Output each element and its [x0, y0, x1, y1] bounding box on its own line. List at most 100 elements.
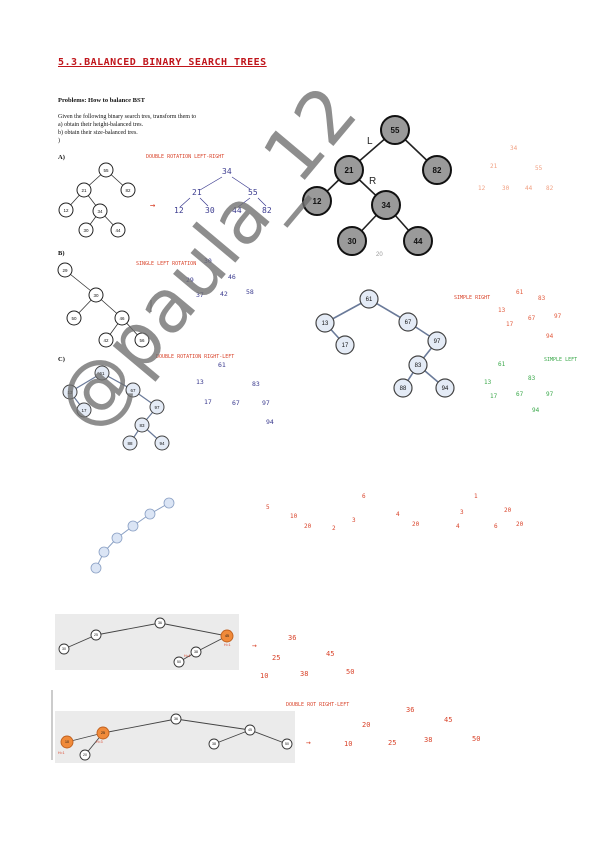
tree-f-node: 20 — [83, 753, 87, 757]
svg-text:20: 20 — [516, 521, 524, 528]
svg-text:97: 97 — [554, 313, 562, 320]
tree-c-node: 97 — [154, 405, 160, 410]
tree-a-result: 21 — [192, 188, 202, 197]
tree-b-result: 37 — [196, 291, 204, 299]
tree-c-result: 97 — [262, 399, 270, 407]
tree-a-result: 30 — [205, 206, 215, 215]
tree-a-result: 55 — [248, 188, 258, 197]
svg-text:13: 13 — [484, 379, 492, 386]
tree-d-node: 17 — [342, 343, 349, 349]
tree-b-result: 58 — [246, 288, 254, 296]
top-node-34: 34 — [382, 201, 391, 210]
svg-text:3: 3 — [460, 509, 464, 516]
tree-d-node: 67 — [405, 320, 412, 326]
svg-text:94: 94 — [546, 333, 554, 340]
tree-d-node: 13 — [322, 321, 329, 327]
chain-edges — [95, 502, 170, 569]
tree-a-node: 12 — [63, 208, 69, 213]
tree-f-result: 20 — [362, 721, 370, 729]
tree-f-node: 36 — [174, 717, 178, 721]
tree-c-result: 67 — [232, 399, 240, 407]
tree-a-result: 12 — [174, 206, 184, 215]
tree-e-height-label: H=1 — [184, 654, 191, 658]
tree-c-result: 13 — [196, 378, 204, 386]
top-node-12: 12 — [313, 197, 322, 206]
tree-a-result: 82 — [262, 206, 272, 215]
svg-text:83: 83 — [538, 295, 546, 302]
tree-f-result: 36 — [406, 706, 414, 714]
tree-b-note: SINGLE LEFT ROTATION — [136, 261, 196, 267]
tree-f-result: 45 — [444, 716, 452, 724]
svg-text:55: 55 — [535, 165, 543, 172]
tree-b-result: 29 — [186, 276, 194, 284]
top-node-55: 55 — [391, 126, 400, 135]
tree-a-node: 55 — [103, 168, 109, 173]
tree-e-height-label: H=1 — [224, 643, 231, 647]
tree-f-node: 10 — [65, 740, 69, 744]
svg-text:21: 21 — [490, 163, 498, 170]
row4-value: 10 — [290, 513, 298, 520]
top-label-r: R — [369, 176, 376, 187]
tree-c-result: 83 — [252, 380, 260, 388]
tree-a-node: 82 — [125, 188, 131, 193]
tree-a-edges — [65, 169, 129, 231]
tree-d-node: 94 — [442, 386, 449, 392]
tree-b-node: 42 — [103, 338, 109, 343]
tree-d-node: 61 — [366, 297, 373, 303]
svg-text:20: 20 — [412, 521, 420, 528]
top-tree-nodes — [302, 115, 452, 256]
tree-b-node: 46 — [119, 316, 125, 321]
tree-f-arrow: → — [306, 738, 311, 747]
tree-f-height-label: H=3 — [96, 740, 103, 744]
tree-a-arrow: → — [150, 201, 156, 211]
section-a-label: A) — [58, 154, 65, 161]
tree-b-result: 42 — [220, 290, 228, 298]
intro-line-3: b) obtain their size-balanced tres. — [58, 130, 138, 136]
row4-value: 3 — [352, 517, 356, 524]
tree-c-node: 88 — [127, 441, 133, 446]
tree-a-node: 34 — [97, 209, 103, 214]
tree-d-node: 83 — [415, 363, 422, 369]
row4-value: 6 — [362, 493, 366, 500]
tree-a-node: 44 — [115, 228, 121, 233]
tree-e-node: 30 — [62, 647, 66, 651]
tree-f-note: DOUBLE ROT RIGHT-LEFT — [286, 702, 349, 708]
top-node-82: 82 — [433, 166, 442, 175]
tree-c-result: 17 — [204, 398, 212, 406]
tree-f-node: 38 — [212, 742, 216, 746]
intro-line-4: ) — [58, 138, 60, 144]
tree-a-note: DOUBLE ROTATION LEFT-RIGHT — [146, 154, 224, 160]
tree-e-arrow: → — [252, 641, 257, 650]
tree-e-result: 50 — [346, 668, 354, 676]
tree-e-highlight-node — [220, 629, 234, 643]
svg-text:12: 12 — [478, 185, 486, 192]
tree-b-result: 30 — [204, 257, 212, 265]
tree-f-highlight-node — [60, 735, 74, 749]
tree-c-note: DOUBLE ROTATION RIGHT-LEFT — [156, 354, 234, 360]
svg-text:17: 17 — [506, 321, 514, 328]
tree-a-result: 34 — [222, 167, 232, 176]
tree-f-highlight-node — [96, 726, 110, 740]
section-b-label: B) — [58, 250, 65, 257]
tree-e-result: 36 — [288, 634, 296, 642]
tree-c-node: 61 — [99, 371, 105, 376]
tree-e-node: 25 — [94, 633, 98, 637]
svg-text:97: 97 — [546, 391, 554, 398]
row4-value: 5 — [266, 504, 270, 511]
top-label-l: L — [367, 136, 373, 147]
tree-c-result: 94 — [266, 418, 274, 426]
tree-a-node: 21 — [81, 188, 87, 193]
tree-a-result-edges — [179, 176, 267, 208]
tree-f-result: 50 — [472, 735, 480, 743]
svg-text:13: 13 — [498, 307, 506, 314]
top-node-44: 44 — [414, 237, 423, 246]
page-title: 5.3.BALANCED BINARY SEARCH TREES — [58, 57, 267, 68]
tree-e-node: 36 — [158, 621, 162, 625]
tree-f-result: 38 — [424, 736, 432, 744]
tree-c-node: 94 — [159, 441, 165, 446]
svg-text:17: 17 — [490, 393, 498, 400]
row4-value: 1 — [474, 493, 478, 500]
